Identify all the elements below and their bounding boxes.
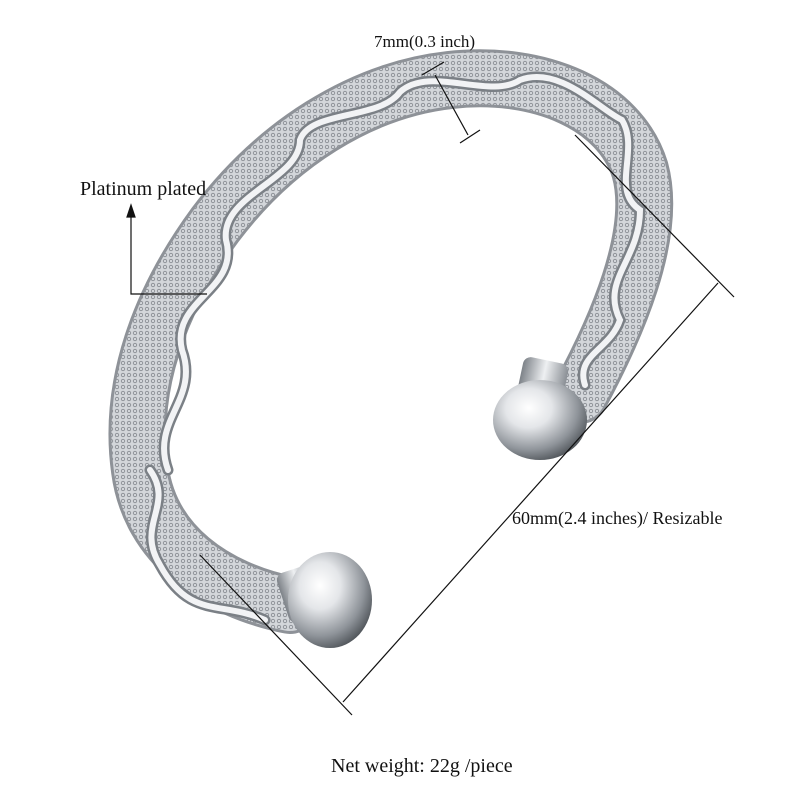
diameter-label: 60mm(2.4 inches)/ Resizable xyxy=(512,508,723,528)
net-weight-label: Net weight: 22g /piece xyxy=(331,755,513,777)
finish-label: Platinum plated xyxy=(80,178,207,200)
band-width-label: 7mm(0.3 inch) xyxy=(374,32,476,51)
twisted-wire xyxy=(144,71,646,626)
finish-pointer-line xyxy=(126,203,207,295)
diameter-dimension-line xyxy=(199,134,735,716)
right-end-cap xyxy=(493,357,587,460)
left-end-cap xyxy=(276,552,372,648)
width-dimension-line xyxy=(421,61,481,144)
